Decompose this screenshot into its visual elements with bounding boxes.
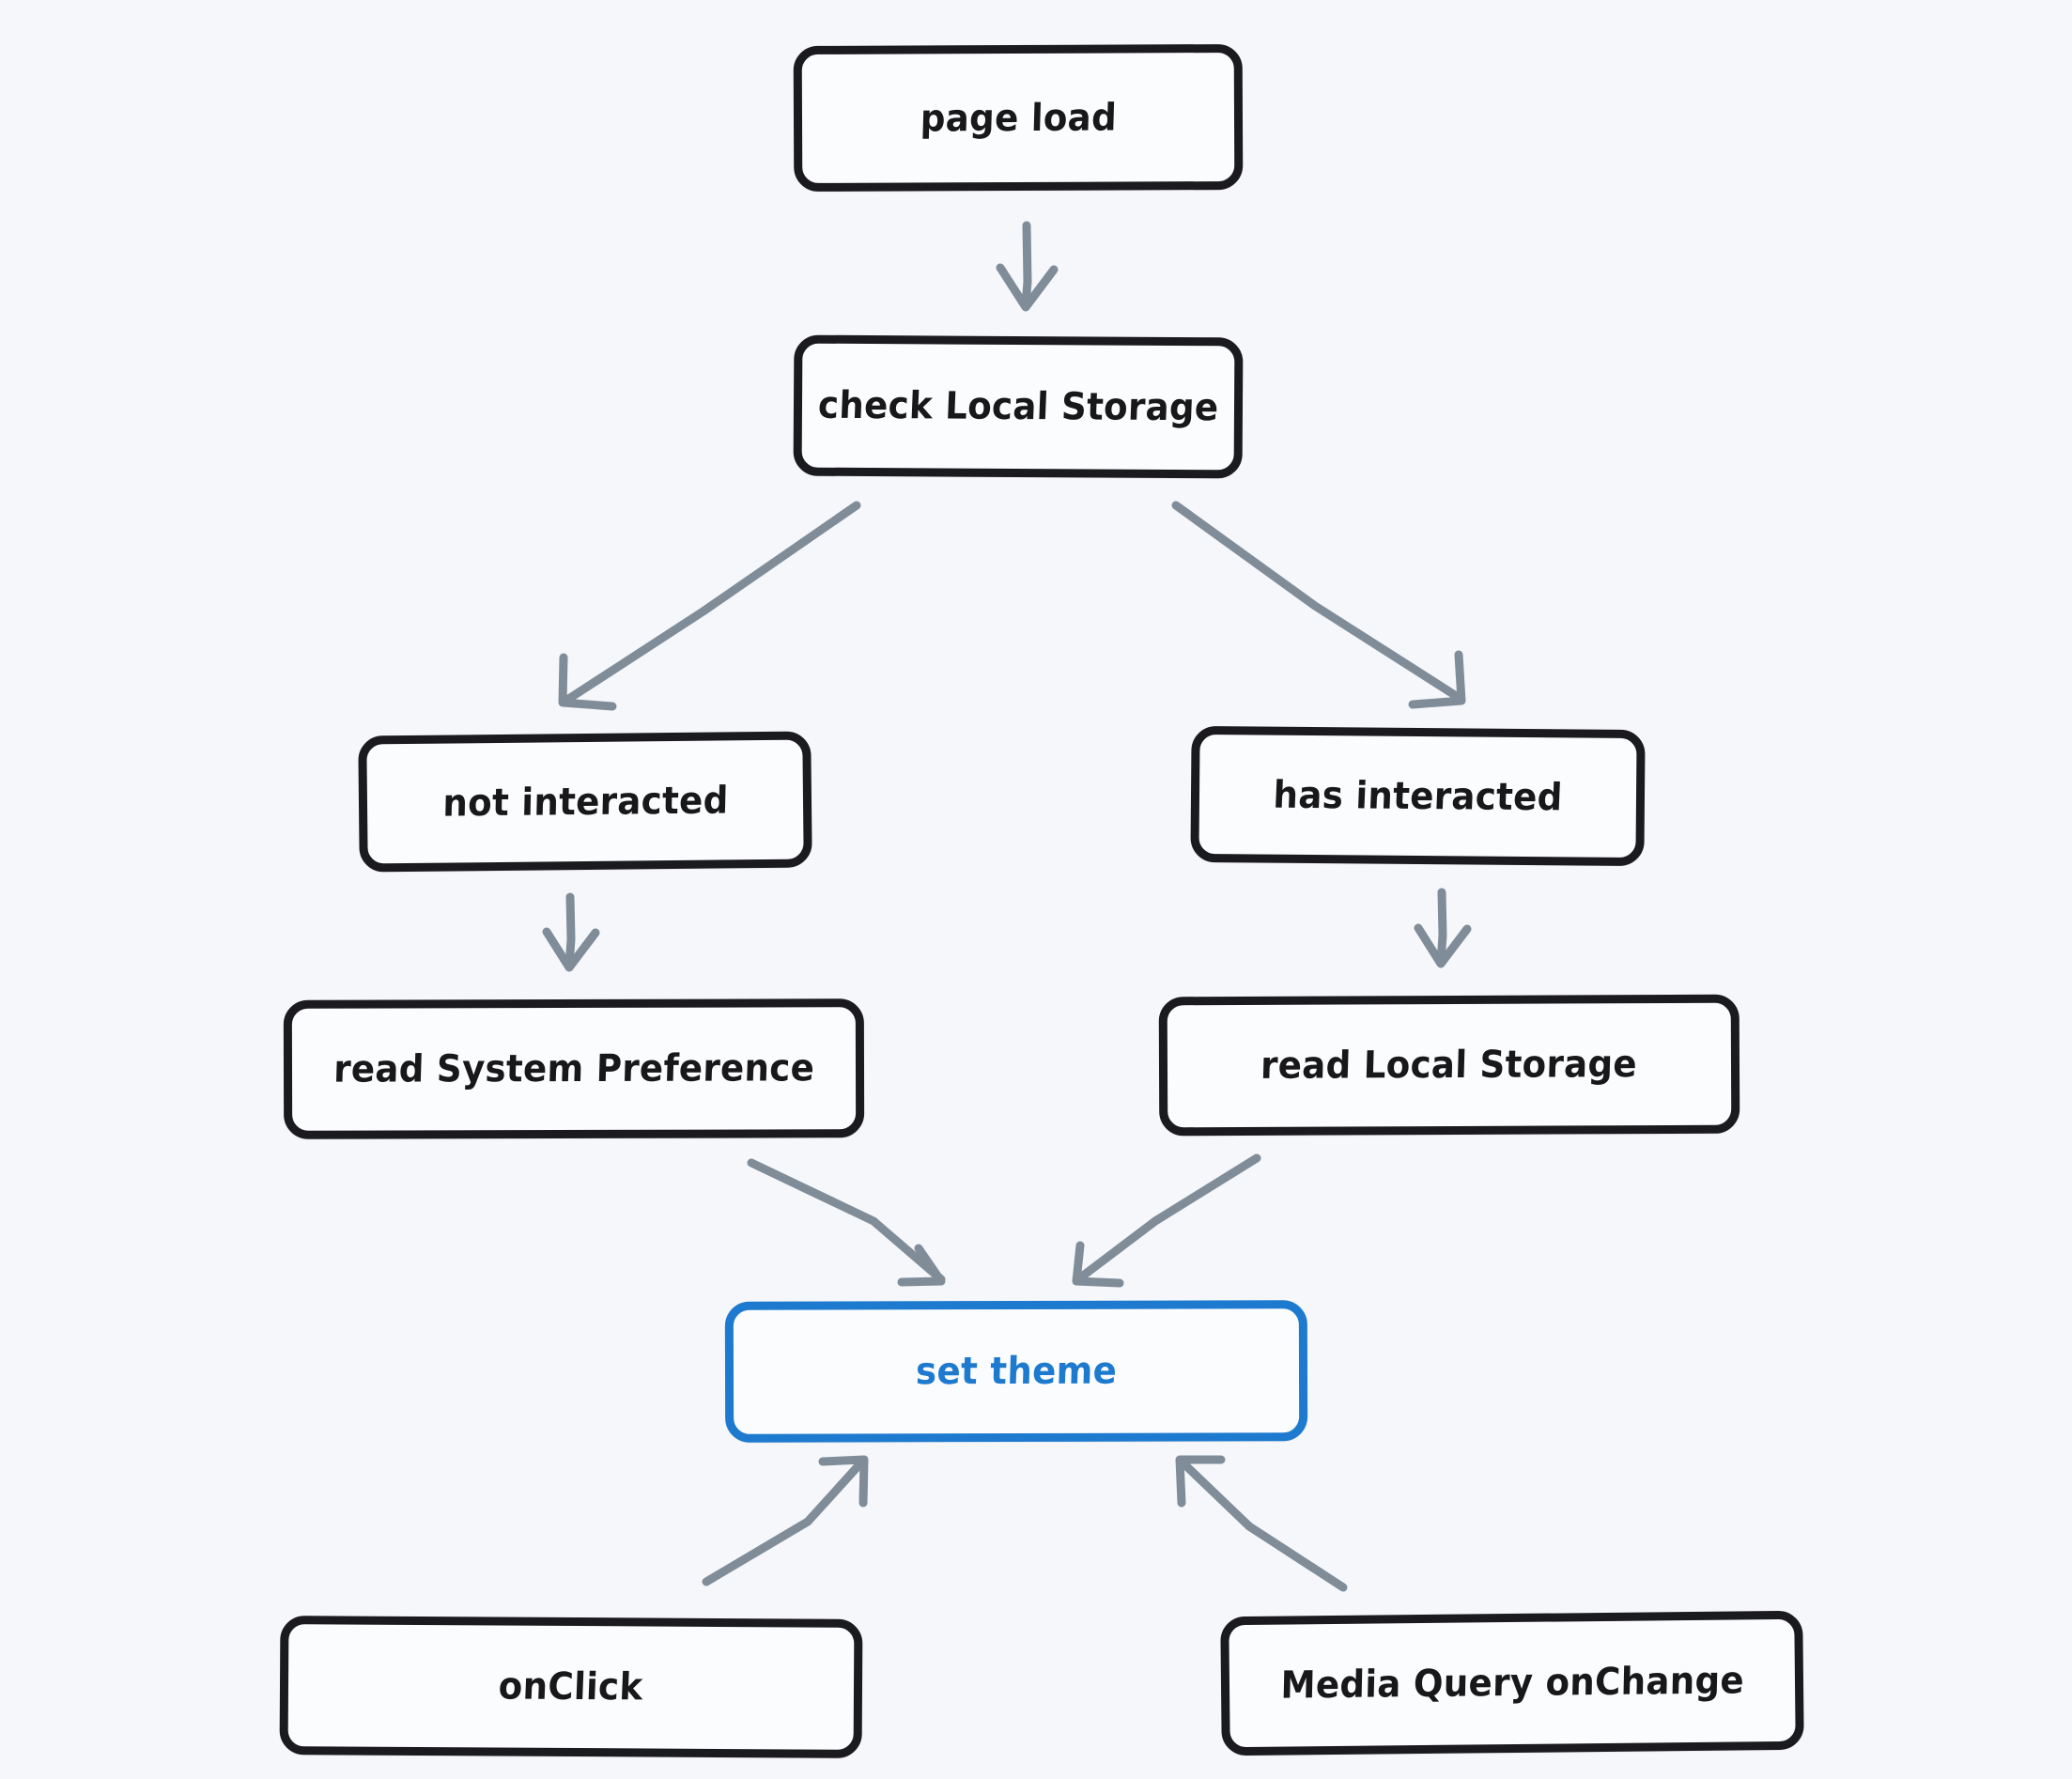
edge-check-local-storage-to-has-interacted — [1171, 501, 1466, 709]
node-label: has interacted — [1272, 773, 1564, 819]
node-label: set theme — [915, 1349, 1118, 1394]
edge-has-interacted-to-read-local-storage — [1414, 888, 1472, 968]
node-label: check Local Storage — [816, 383, 1220, 430]
node-read-system-preference[interactable]: read System Preference — [283, 998, 865, 1139]
node-set-theme[interactable]: set theme — [724, 1300, 1308, 1443]
node-label: not interacted — [441, 778, 729, 826]
edge-read-system-preference-to-set-theme — [747, 1158, 946, 1287]
node-label: page load — [919, 96, 1118, 140]
node-has-interacted[interactable]: has interacted — [1190, 725, 1646, 867]
node-media-query-onchange[interactable]: Media Query onChange — [1220, 1610, 1804, 1756]
node-label: read Local Storage — [1260, 1043, 1639, 1088]
edge-not-interacted-to-read-system-preference — [542, 892, 600, 972]
edge-check-local-storage-to-not-interacted — [558, 501, 861, 711]
node-label: Media Query onChange — [1279, 1659, 1745, 1708]
edge-read-local-storage-to-set-theme — [1072, 1153, 1261, 1288]
edge-media-query-onchange-to-set-theme — [1175, 1455, 1348, 1592]
node-page-load[interactable]: page load — [793, 43, 1244, 193]
edge-page-load-to-check-local-storage — [996, 221, 1059, 312]
node-on-click[interactable]: onClick — [279, 1616, 863, 1758]
node-check-local-storage[interactable]: check Local Storage — [793, 334, 1244, 479]
node-read-local-storage[interactable]: read Local Storage — [1158, 994, 1740, 1137]
node-not-interacted[interactable]: not interacted — [358, 731, 812, 873]
edge-on-click-to-set-theme — [702, 1455, 869, 1586]
node-label: read System Preference — [332, 1046, 815, 1091]
node-label: onClick — [498, 1664, 644, 1709]
